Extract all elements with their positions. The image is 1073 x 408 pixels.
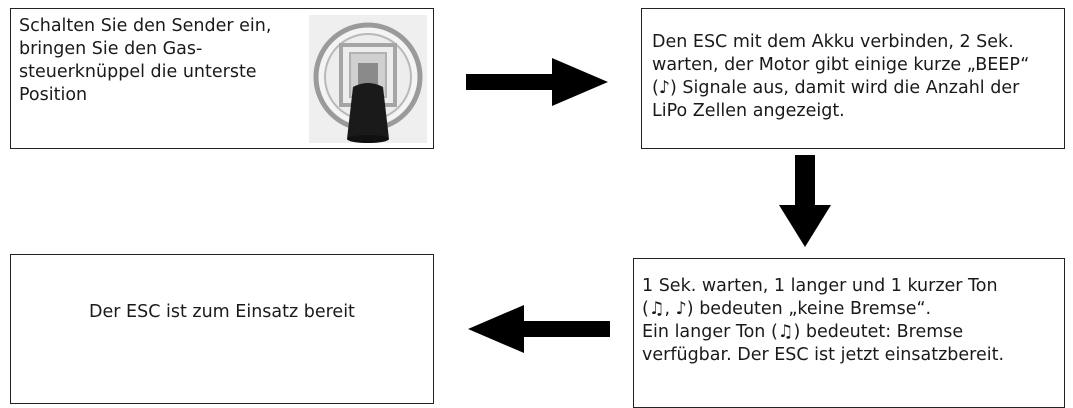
step-2-text: Den ESC mit dem Akku verbinden, 2 Sek. w… [652, 32, 1030, 121]
step-3-line-1: 1 Sek. warten, 1 langer und 1 kurzer Ton [642, 276, 998, 296]
step-1-text: Schalten Sie den Sender ein, bringen Sie… [19, 16, 272, 105]
step-3-box: 1 Sek. warten, 1 langer und 1 kurzer Ton… [633, 258, 1065, 408]
step-3-text: 1 Sek. warten, 1 langer und 1 kurzer Ton… [642, 275, 1062, 367]
step-4-box: Der ESC ist zum Einsatz bereit [10, 254, 434, 404]
step-3-line-3: Ein langer Ton (♫) bedeutet: Bremse [642, 322, 964, 342]
step-1-box: Schalten Sie den Sender ein, bringen Sie… [10, 8, 434, 149]
step-2-box: Den ESC mit dem Akku verbinden, 2 Sek. w… [641, 8, 1065, 149]
throttle-stick-icon [309, 15, 427, 143]
arrow-right-icon [466, 58, 608, 106]
step-3-line-2: (♫, ♪) bedeuten „keine Bremse“. [642, 299, 932, 319]
step-3-line-4: verfügbar. Der ESC ist jetzt einsatzbere… [642, 345, 1005, 365]
arrow-down-icon [779, 155, 831, 247]
arrow-left-icon [468, 305, 610, 353]
step-4-text: Der ESC ist zum Einsatz bereit [89, 302, 355, 322]
